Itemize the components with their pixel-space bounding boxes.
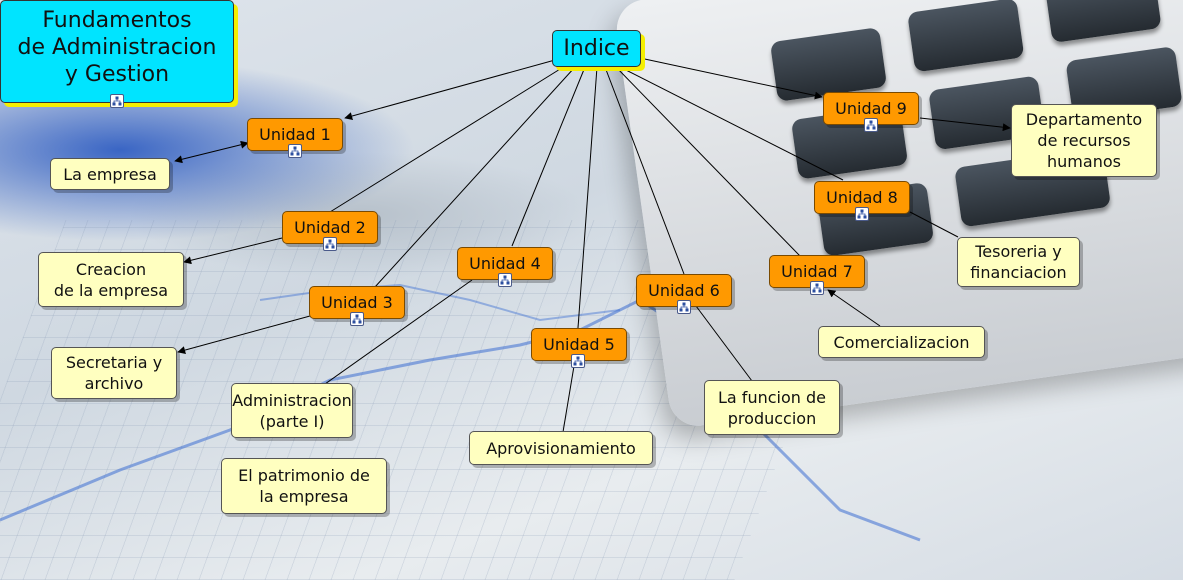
link-unidad6-produccion	[695, 305, 753, 382]
link-unidad5-aprovisionamiento	[562, 359, 576, 433]
link-unidad4-administracion	[324, 279, 473, 385]
submap-icon[interactable]	[110, 94, 124, 108]
link-comercializacion-unidad7	[827, 289, 881, 327]
link-indice-unidad6	[604, 66, 685, 275]
link-indice-unidad9	[639, 57, 823, 100]
link-indice-unidad2	[329, 65, 566, 213]
link-indice-unidad3	[374, 66, 576, 288]
submap-icon[interactable]	[288, 144, 302, 158]
submap-icon[interactable]	[677, 300, 691, 314]
submap-icon[interactable]	[350, 312, 364, 326]
topic-node-comercializacion[interactable]: Comercializacion	[818, 326, 985, 358]
topic-node-administracion[interactable]: Administracion (parte I)	[231, 383, 353, 438]
topic-node-patrimonio[interactable]: El patrimonio de la empresa	[221, 458, 387, 514]
link-indice-unidad7	[614, 65, 801, 257]
map-title: Fundamentos de Administracion y Gestion	[0, 0, 234, 103]
submap-icon[interactable]	[810, 281, 824, 295]
link-unidad3-secretaria	[177, 315, 311, 354]
link-unidad2-creacion	[183, 237, 283, 265]
topic-node-recursos-humanos[interactable]: Departamento de recursos humanos	[1011, 104, 1157, 177]
link-unidad1-empresa	[174, 140, 249, 164]
submap-icon[interactable]	[323, 237, 337, 251]
topic-node-secretaria-archivo[interactable]: Secretaria y archivo	[51, 347, 177, 399]
submap-icon[interactable]	[498, 273, 512, 287]
unit-node-9[interactable]: Unidad 9	[823, 92, 919, 125]
topic-node-funcion-produccion[interactable]: La funcion de produccion	[704, 380, 840, 435]
topic-node-tesoreria[interactable]: Tesoreria y financiacion	[957, 237, 1080, 287]
topic-node-aprovisionamiento[interactable]: Aprovisionamiento	[469, 431, 653, 465]
link-indice-unidad1	[344, 59, 556, 120]
link-unidad8-tesoreria	[909, 211, 959, 238]
link-indice-unidad5	[577, 66, 598, 329]
submap-icon[interactable]	[855, 207, 869, 221]
link-unidad9-rrhh	[919, 117, 1011, 132]
submap-icon[interactable]	[864, 118, 878, 132]
root-node-indice[interactable]: Indice	[552, 30, 641, 67]
link-indice-unidad8	[617, 65, 844, 181]
topic-node-la-empresa[interactable]: La empresa	[50, 158, 170, 190]
link-indice-unidad4	[511, 66, 586, 247]
topic-node-creacion-empresa[interactable]: Creacion de la empresa	[38, 252, 184, 307]
submap-icon[interactable]	[571, 354, 585, 368]
